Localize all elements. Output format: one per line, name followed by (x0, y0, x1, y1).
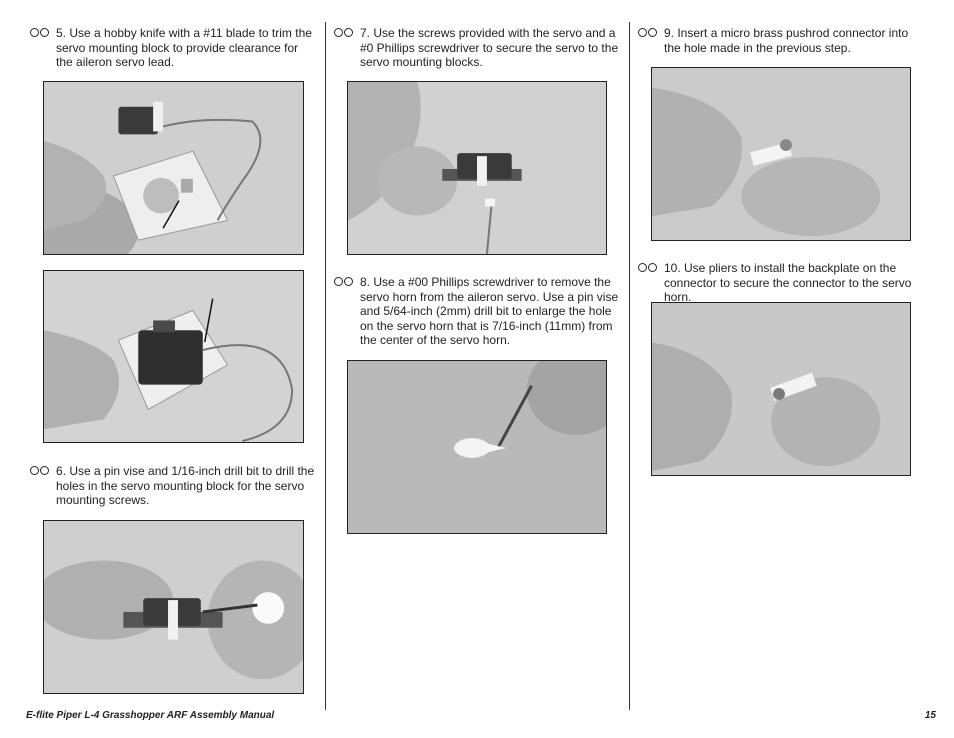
step-5-text: 5. Use a hobby knife with a #11 blade to… (56, 26, 312, 70)
photo-step-5-trim-block (43, 81, 304, 255)
photo-step-9-pushrod-connector (651, 67, 911, 241)
step-9-text: 9. Insert a micro brass pushrod connecto… (664, 26, 909, 55)
checkbox-icon[interactable] (638, 261, 664, 305)
checkbox-icon[interactable] (638, 26, 664, 55)
step-8: 8. Use a #00 Phillips screwdriver to rem… (334, 275, 622, 348)
step-5: 5. Use a hobby knife with a #11 blade to… (30, 26, 315, 70)
checkbox-icon[interactable] (30, 464, 56, 508)
step-10-text: 10. Use pliers to install the backplate … (664, 261, 912, 305)
checkbox-icon[interactable] (30, 26, 56, 70)
step-7: 7. Use the screws provided with the serv… (334, 26, 622, 70)
photo-step-10-backplate (651, 302, 911, 476)
step-8-text: 8. Use a #00 Phillips screwdriver to rem… (360, 275, 619, 348)
photo-step-8-servo-horn (347, 360, 607, 534)
photo-step-7-secure-servo (347, 81, 607, 255)
checkbox-icon[interactable] (334, 26, 360, 70)
column-divider-right (629, 22, 630, 710)
photo-step-5-servo-lead (43, 270, 304, 443)
step-6: 6. Use a pin vise and 1/16-inch drill bi… (30, 464, 315, 508)
step-7-text: 7. Use the screws provided with the serv… (360, 26, 619, 70)
footer-title: E-flite Piper L-4 Grasshopper ARF Assemb… (26, 710, 275, 721)
page-number: 15 (924, 710, 936, 721)
column-divider-left (325, 22, 326, 710)
step-10: 10. Use pliers to install the backplate … (638, 261, 928, 305)
photo-step-6-drill-holes (43, 520, 304, 694)
checkbox-icon[interactable] (334, 275, 360, 348)
step-6-text: 6. Use a pin vise and 1/16-inch drill bi… (56, 464, 315, 508)
step-9: 9. Insert a micro brass pushrod connecto… (638, 26, 928, 55)
